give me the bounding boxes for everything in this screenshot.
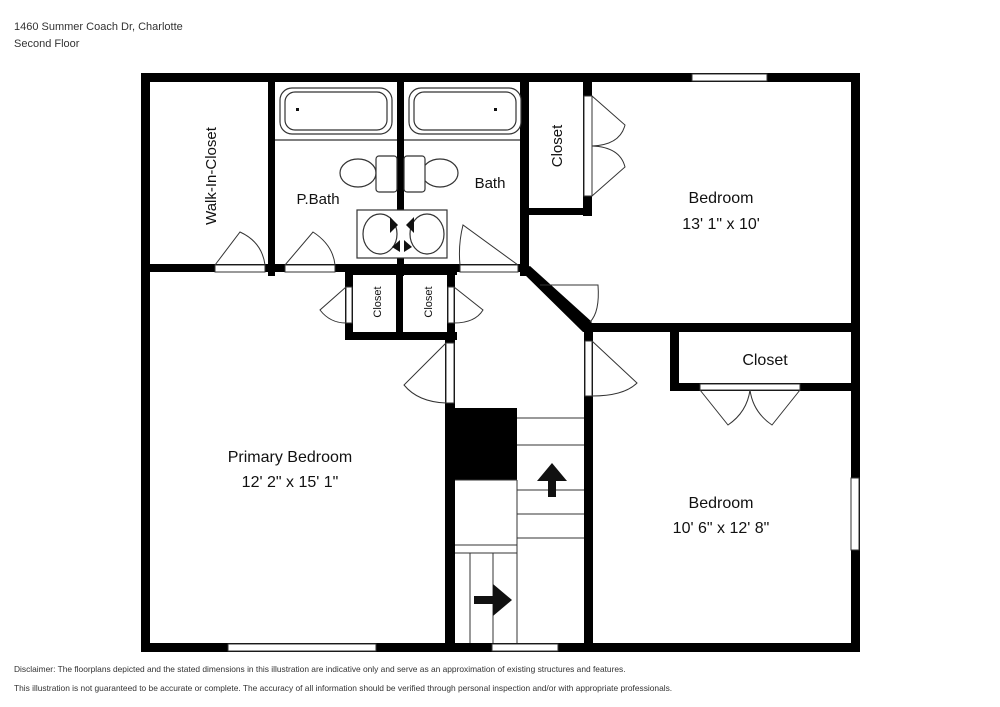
floor-label: Second Floor	[14, 38, 80, 50]
bedroom-2-dims: 10' 6" x 12' 8"	[673, 520, 770, 537]
bedroom-1-dims: 13' 1" x 10'	[682, 216, 760, 233]
bedroom-1-name: Bedroom	[689, 190, 754, 207]
address-text: 1460 Summer Coach Dr, Charlotte	[14, 21, 183, 33]
door-swings	[214, 95, 801, 426]
arrow-right-icon	[474, 584, 512, 616]
door-openings	[214, 95, 801, 404]
staircase	[455, 417, 584, 643]
room-labels: Walk-In-Closet P.Bath Bath Closet Bedroo…	[203, 124, 788, 537]
walk-in-closet-label: Walk-In-Closet	[203, 126, 220, 225]
windows	[227, 73, 860, 652]
primary-bedroom-dims: 12' 2" x 15' 1"	[242, 474, 339, 491]
disclaimer-line-2: This illustration is not guaranteed to b…	[14, 683, 673, 693]
toilet-left	[339, 158, 377, 188]
fixtures	[275, 87, 522, 259]
p-bath-label: P.Bath	[296, 191, 339, 208]
bath-label: Bath	[475, 175, 506, 192]
primary-bedroom-name: Primary Bedroom	[228, 449, 352, 466]
toilet-right	[421, 158, 459, 188]
bedroom-2-name: Bedroom	[689, 495, 754, 512]
closet-hall-right-label: Closet	[423, 286, 435, 317]
closet-right-label: Closet	[742, 352, 788, 369]
closet-top-label: Closet	[549, 124, 566, 167]
closet-hall-left-label: Closet	[372, 286, 384, 317]
stair-arrows	[474, 463, 567, 616]
disclaimer-line-1: Disclaimer: The floorplans depicted and …	[14, 664, 626, 674]
arrow-up-icon	[537, 463, 567, 497]
